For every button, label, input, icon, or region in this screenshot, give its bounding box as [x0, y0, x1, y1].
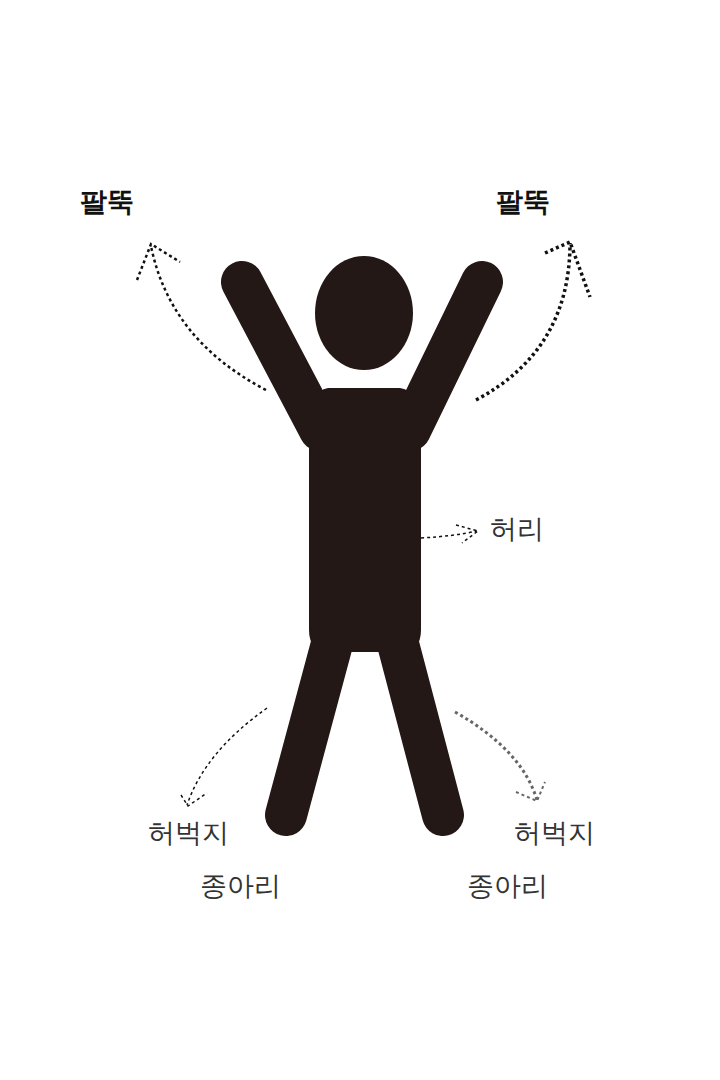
limbs	[242, 282, 482, 815]
body-part-label: 허벅지	[148, 817, 229, 849]
body-part-label: 허벅지	[514, 817, 595, 849]
body-part-label: 팔뚝	[496, 186, 550, 218]
body-part-label: 종아리	[200, 870, 281, 902]
body-silhouette	[309, 256, 421, 652]
body-part-label: 팔뚝	[80, 186, 134, 218]
motion-arrows	[137, 242, 590, 806]
body-part-label: 종아리	[467, 870, 548, 902]
body-part-label: 허리	[490, 513, 544, 545]
